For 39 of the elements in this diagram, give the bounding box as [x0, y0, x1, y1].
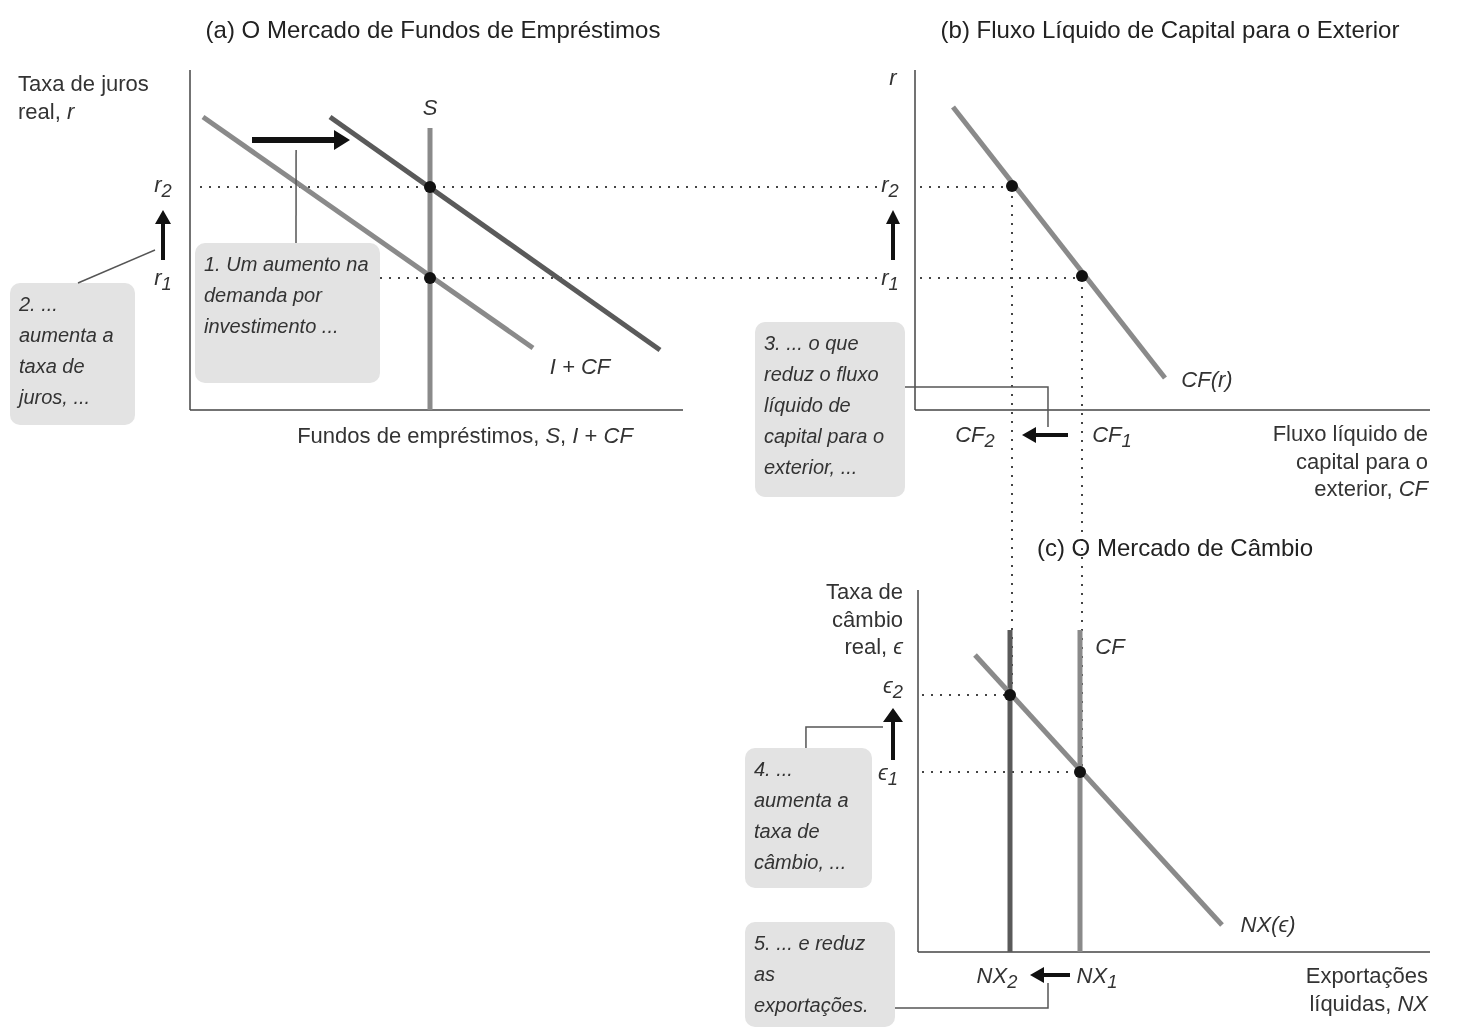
curve-label: CF(r)	[1181, 366, 1233, 394]
axis-label: Taxa de juros real, r	[18, 70, 150, 125]
panel-title: (b) Fluxo Líquido de Capital para o Exterior	[940, 15, 1400, 45]
panel-title: (a) O Mercado de Fundos de Empréstimos	[205, 15, 661, 45]
leader-line	[805, 726, 884, 749]
tick-label: NX$_{1}$	[1076, 961, 1118, 995]
callout-box: 5. ... e reduz as exportações.	[745, 922, 895, 1027]
callout-box: 4. ... aumenta a taxa de câmbio, ...	[745, 748, 872, 888]
tick-label: r$_{2}$	[881, 170, 899, 204]
curve-label: CF	[1095, 633, 1125, 661]
curve-label: NX(ϵ)	[1240, 911, 1296, 939]
tick-label: r$_{1}$	[154, 263, 172, 297]
shift-arrow-icon	[155, 210, 171, 260]
tick-label: r$_{1}$	[881, 263, 899, 297]
tick-label: r$_{2}$	[154, 170, 172, 204]
axis-label: Fundos de empréstimos, S, I + CF	[297, 422, 633, 450]
tick-label: CF$_{1}$	[1092, 420, 1132, 454]
tick-label: NX$_{2}$	[976, 961, 1018, 995]
curve-label: I + CF	[549, 353, 611, 381]
tick-label: ϵ$_{1}$	[878, 758, 898, 792]
leader-line	[904, 386, 1049, 428]
axis-label: Taxa de câmbio real, ϵ	[824, 578, 903, 661]
leader-line	[77, 249, 156, 284]
callout-box: 1. Um aumento na demanda por investimento ...	[195, 243, 380, 383]
leader-line	[894, 982, 1049, 1009]
tick-label: CF$_{2}$	[955, 420, 995, 454]
leader-line	[295, 149, 297, 244]
shift-arrow-icon	[1022, 427, 1068, 443]
curve-label: S	[422, 94, 438, 122]
tick-label: ϵ$_{2}$	[883, 671, 903, 705]
shift-arrow-icon	[1030, 967, 1070, 983]
axis-label: Fluxo líquido de capital para o exterior, CF	[1271, 420, 1428, 503]
tick-label: r	[889, 64, 897, 92]
callout-box: 3. ... o que reduz o fluxo líquido de capital para o exterior, ...	[755, 322, 905, 497]
axis-label: Exportações líquidas, NX	[1304, 962, 1428, 1017]
callout-box: 2. ... aumenta a taxa de juros, ...	[10, 283, 135, 425]
shift-arrow-icon	[883, 708, 903, 760]
shift-arrow-icon	[252, 130, 350, 150]
panel-title: (c) O Mercado de Câmbio	[1036, 533, 1314, 563]
